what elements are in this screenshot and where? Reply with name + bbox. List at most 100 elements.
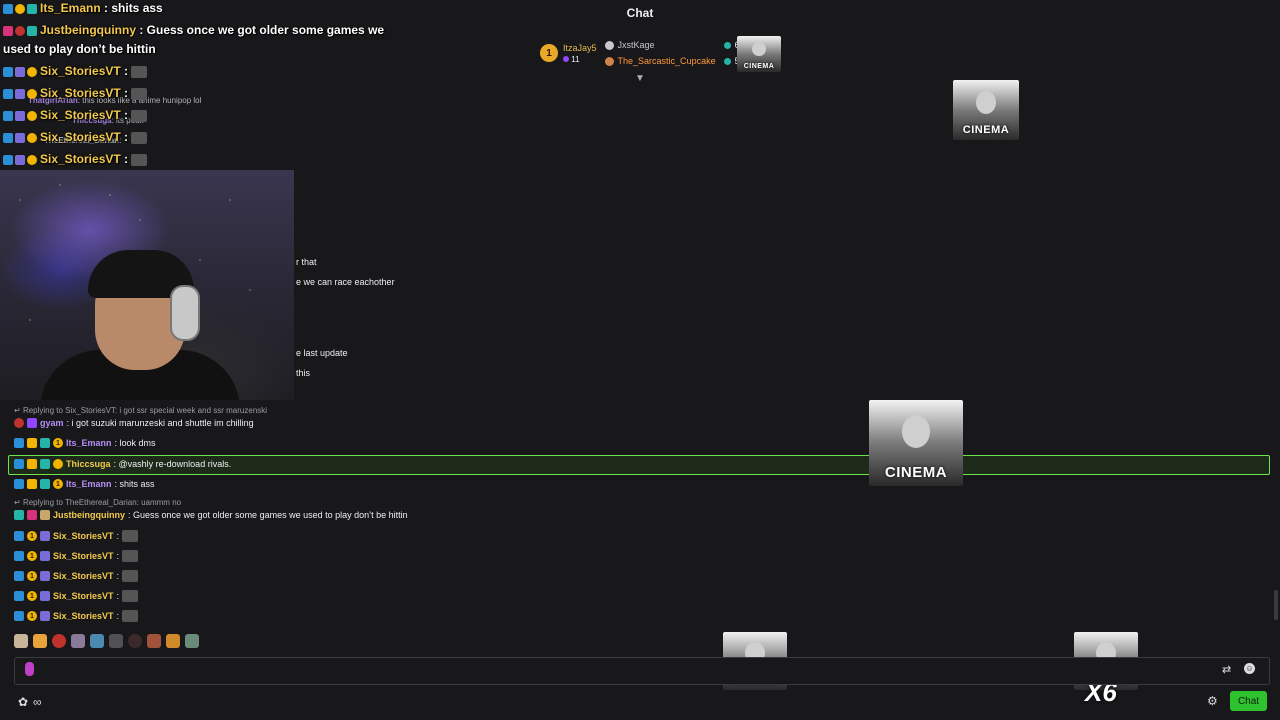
gem-icon (27, 3, 37, 14)
webcam-feed (0, 170, 294, 400)
coin-icon (27, 132, 37, 143)
chat-username[interactable]: Six_StoriesVT (53, 611, 114, 621)
cinema-emote-icon (131, 131, 148, 144)
chat-username[interactable]: gyam (40, 418, 64, 428)
chat-message[interactable]: 1 Six_StoriesVT : (14, 610, 139, 622)
pencil-icon (40, 591, 50, 601)
coin-icon: 1 (27, 611, 37, 621)
sword-icon (3, 132, 13, 143)
sword-icon (3, 66, 13, 77)
frame-emote-icon[interactable] (90, 634, 104, 648)
chat-message[interactable]: 1 Six_StoriesVT : (14, 550, 139, 562)
bronze-medal-icon (604, 56, 614, 66)
pyramid-emote-icon[interactable] (33, 634, 47, 648)
cinema-emote-icon (131, 65, 148, 78)
overlay-message: Six_StoriesVT : (3, 64, 148, 78)
cinema-emote-icon: CINEMA (869, 400, 963, 486)
chat-message[interactable]: Justbeingquinny : Guess once we got olde… (14, 510, 408, 520)
gem-icon (723, 57, 731, 65)
leaderboard-first-count: 11 (563, 55, 597, 64)
chat-message[interactable]: 1 Six_StoriesVT : (14, 530, 139, 542)
heart-emote-icon[interactable] (52, 634, 66, 648)
leaderboard-first[interactable]: 1 ItzaJay5 11 (540, 43, 597, 64)
coin-icon (53, 459, 63, 469)
chat-username[interactable]: Six_StoriesVT (53, 551, 114, 561)
recent-emotes-bar (14, 634, 199, 648)
channel-points-icon[interactable]: ✿ (18, 695, 29, 709)
leaderboard-third[interactable]: The_Sarcastic_Cupcake (604, 56, 716, 66)
gear-icon[interactable]: ⚙ (1207, 694, 1218, 708)
crown-icon (27, 438, 37, 448)
silver-medal-icon (604, 40, 614, 50)
overlay-message: Six_StoriesVT : (3, 108, 148, 122)
cinema-emote-icon (122, 590, 139, 602)
face-emote-icon[interactable] (71, 634, 85, 648)
ghost-message: Thiccsuga: its peak (72, 116, 144, 125)
sword-icon (14, 479, 24, 489)
chat-text: : @vashly re-download rivals. (113, 459, 232, 469)
chat-username[interactable]: Thiccsuga (66, 459, 111, 469)
overlay-message: Six_StoriesVT : (3, 130, 148, 144)
coin-icon: 1 (27, 551, 37, 561)
gem-icon (40, 438, 50, 448)
crown-icon (27, 479, 37, 489)
pencil-icon (15, 132, 25, 143)
sword-icon (14, 531, 24, 541)
chat-username[interactable]: Its_Emann (66, 479, 112, 489)
sword-icon (14, 459, 24, 469)
heart-icon (3, 25, 13, 36)
dancer-emote-icon[interactable] (14, 634, 28, 648)
cut-off-message: r that (296, 257, 317, 267)
gift-icon (15, 25, 25, 36)
overlay-message: Six_StoriesVT : (3, 152, 148, 166)
chat-username[interactable]: Six_StoriesVT (53, 591, 114, 601)
cinema-emote-icon: CINEMA (953, 80, 1019, 140)
skull-emote-icon[interactable] (128, 634, 142, 648)
pencil-icon (40, 611, 50, 621)
chat-message-highlighted[interactable]: Thiccsuga : @vashly re-download rivals. (14, 459, 231, 469)
chat-message[interactable]: 1 Six_StoriesVT : (14, 590, 139, 602)
microphone-icon[interactable] (25, 662, 34, 676)
chat-username[interactable]: Justbeingquinny (53, 510, 125, 520)
heart-icon (27, 510, 37, 520)
sword-icon (14, 571, 24, 581)
sword-icon (3, 3, 13, 14)
overlay-message: Its_Emann : shits ass (3, 1, 163, 15)
sword-icon (3, 154, 13, 165)
sword-icon (14, 551, 24, 561)
coin-icon (27, 154, 37, 165)
emote-picker-icon[interactable]: ☺ (1244, 663, 1255, 674)
chat-message[interactable]: 1 Its_Emann : look dms (14, 438, 156, 448)
bird-emote-icon[interactable] (109, 634, 123, 648)
leaderboard-second[interactable]: JxstKage (604, 40, 716, 50)
coin-icon: 1 (53, 438, 63, 448)
cat-emote-icon[interactable] (185, 634, 199, 648)
dragon-emote-icon[interactable] (166, 634, 180, 648)
cut-off-message: e we can race eachother (296, 277, 395, 287)
sword-icon (14, 591, 24, 601)
chat-send-button[interactable]: Chat (1230, 691, 1267, 711)
reply-context[interactable]: ↵ Replying to TheEthereal_Darian: uammm … (14, 498, 182, 507)
cut-off-message: this (296, 368, 311, 378)
crown-icon (27, 459, 37, 469)
gem-icon (27, 25, 37, 36)
chat-message[interactable]: gyam : i got suzuki marunzeski and shutt… (14, 418, 254, 428)
scrollbar[interactable] (1274, 590, 1278, 620)
headset-icon (170, 285, 200, 341)
pencil-icon (15, 88, 25, 99)
infinity-icon[interactable]: ∞ (33, 695, 42, 709)
sword-icon (14, 611, 24, 621)
reply-context[interactable]: ↵ Replying to Six_StoriesVT: i got ssr s… (14, 406, 268, 415)
overlay-message: Six_StoriesVT : (3, 86, 148, 100)
chat-username[interactable]: Its_Emann (66, 438, 112, 448)
chat-username[interactable]: Six_StoriesVT (53, 531, 114, 541)
ghost-message: ThatgirlArian: this looks like a anime h… (28, 96, 202, 105)
chat-message[interactable]: 1 Six_StoriesVT : (14, 570, 139, 582)
warrior-emote-icon[interactable] (147, 634, 161, 648)
chat-input[interactable] (14, 657, 1270, 685)
chat-message[interactable]: 1 Its_Emann : shits ass (14, 479, 155, 489)
translate-icon[interactable]: ⇄ (1222, 664, 1232, 676)
cinema-emote-icon (131, 87, 148, 100)
chat-username[interactable]: Six_StoriesVT (53, 571, 114, 581)
collapse-arrow-icon[interactable]: ▼ (635, 73, 645, 84)
